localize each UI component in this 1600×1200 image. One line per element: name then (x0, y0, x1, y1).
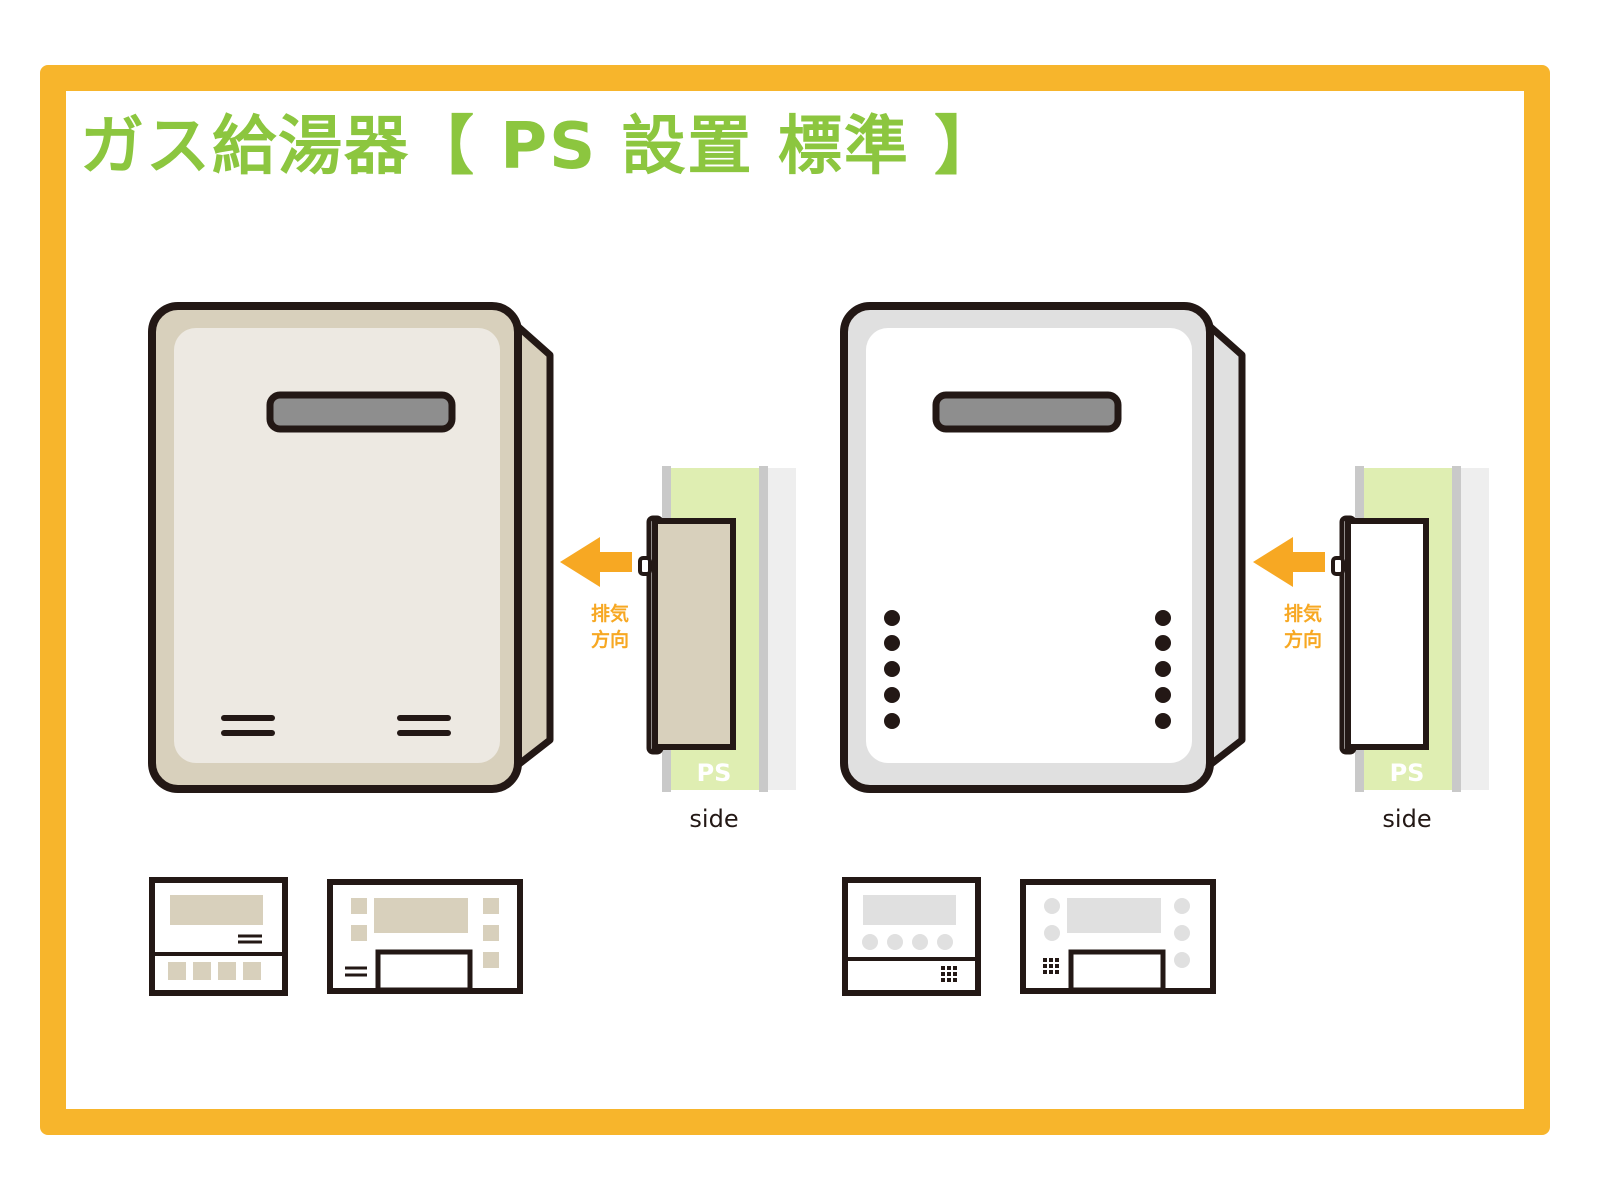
page-title: ガス給湯器【 PS 設置 標準 】 (80, 110, 1001, 184)
white-remote-control-large (1020, 879, 1216, 994)
white-water-heater (840, 302, 1246, 793)
white-unit-group: 排気 方向 PS side (840, 302, 1489, 996)
side-label: side (1382, 805, 1431, 833)
exhaust-arrow-icon (1253, 537, 1325, 587)
ps-wall (759, 466, 768, 792)
white-side-view: PS (1331, 466, 1489, 792)
intake-slots (221, 715, 451, 736)
exhaust-label: 方向 (1284, 628, 1322, 651)
ps-label: PS (697, 759, 732, 787)
keypad-icon (1043, 958, 1059, 974)
exhaust-label: 排気 (591, 602, 629, 625)
beige-remote-control-large (327, 879, 523, 994)
exhaust-label: 方向 (591, 628, 629, 651)
side-label: side (689, 805, 738, 833)
ps-label: PS (1390, 759, 1425, 787)
exhaust-arrow-icon (560, 537, 632, 587)
beige-water-heater (148, 302, 554, 793)
exhaust-label: 排気 (1284, 602, 1322, 625)
ps-wall (1452, 466, 1461, 792)
white-remote-control-small (842, 877, 981, 996)
exhaust-vent (266, 391, 456, 433)
keypad-icon (941, 966, 957, 982)
beige-side-view: PS (638, 466, 796, 792)
beige-remote-control-small (149, 877, 288, 996)
beige-unit-group: 排気 方向 PS side (148, 302, 796, 996)
intake-holes (884, 610, 1171, 729)
exhaust-vent (932, 391, 1122, 433)
